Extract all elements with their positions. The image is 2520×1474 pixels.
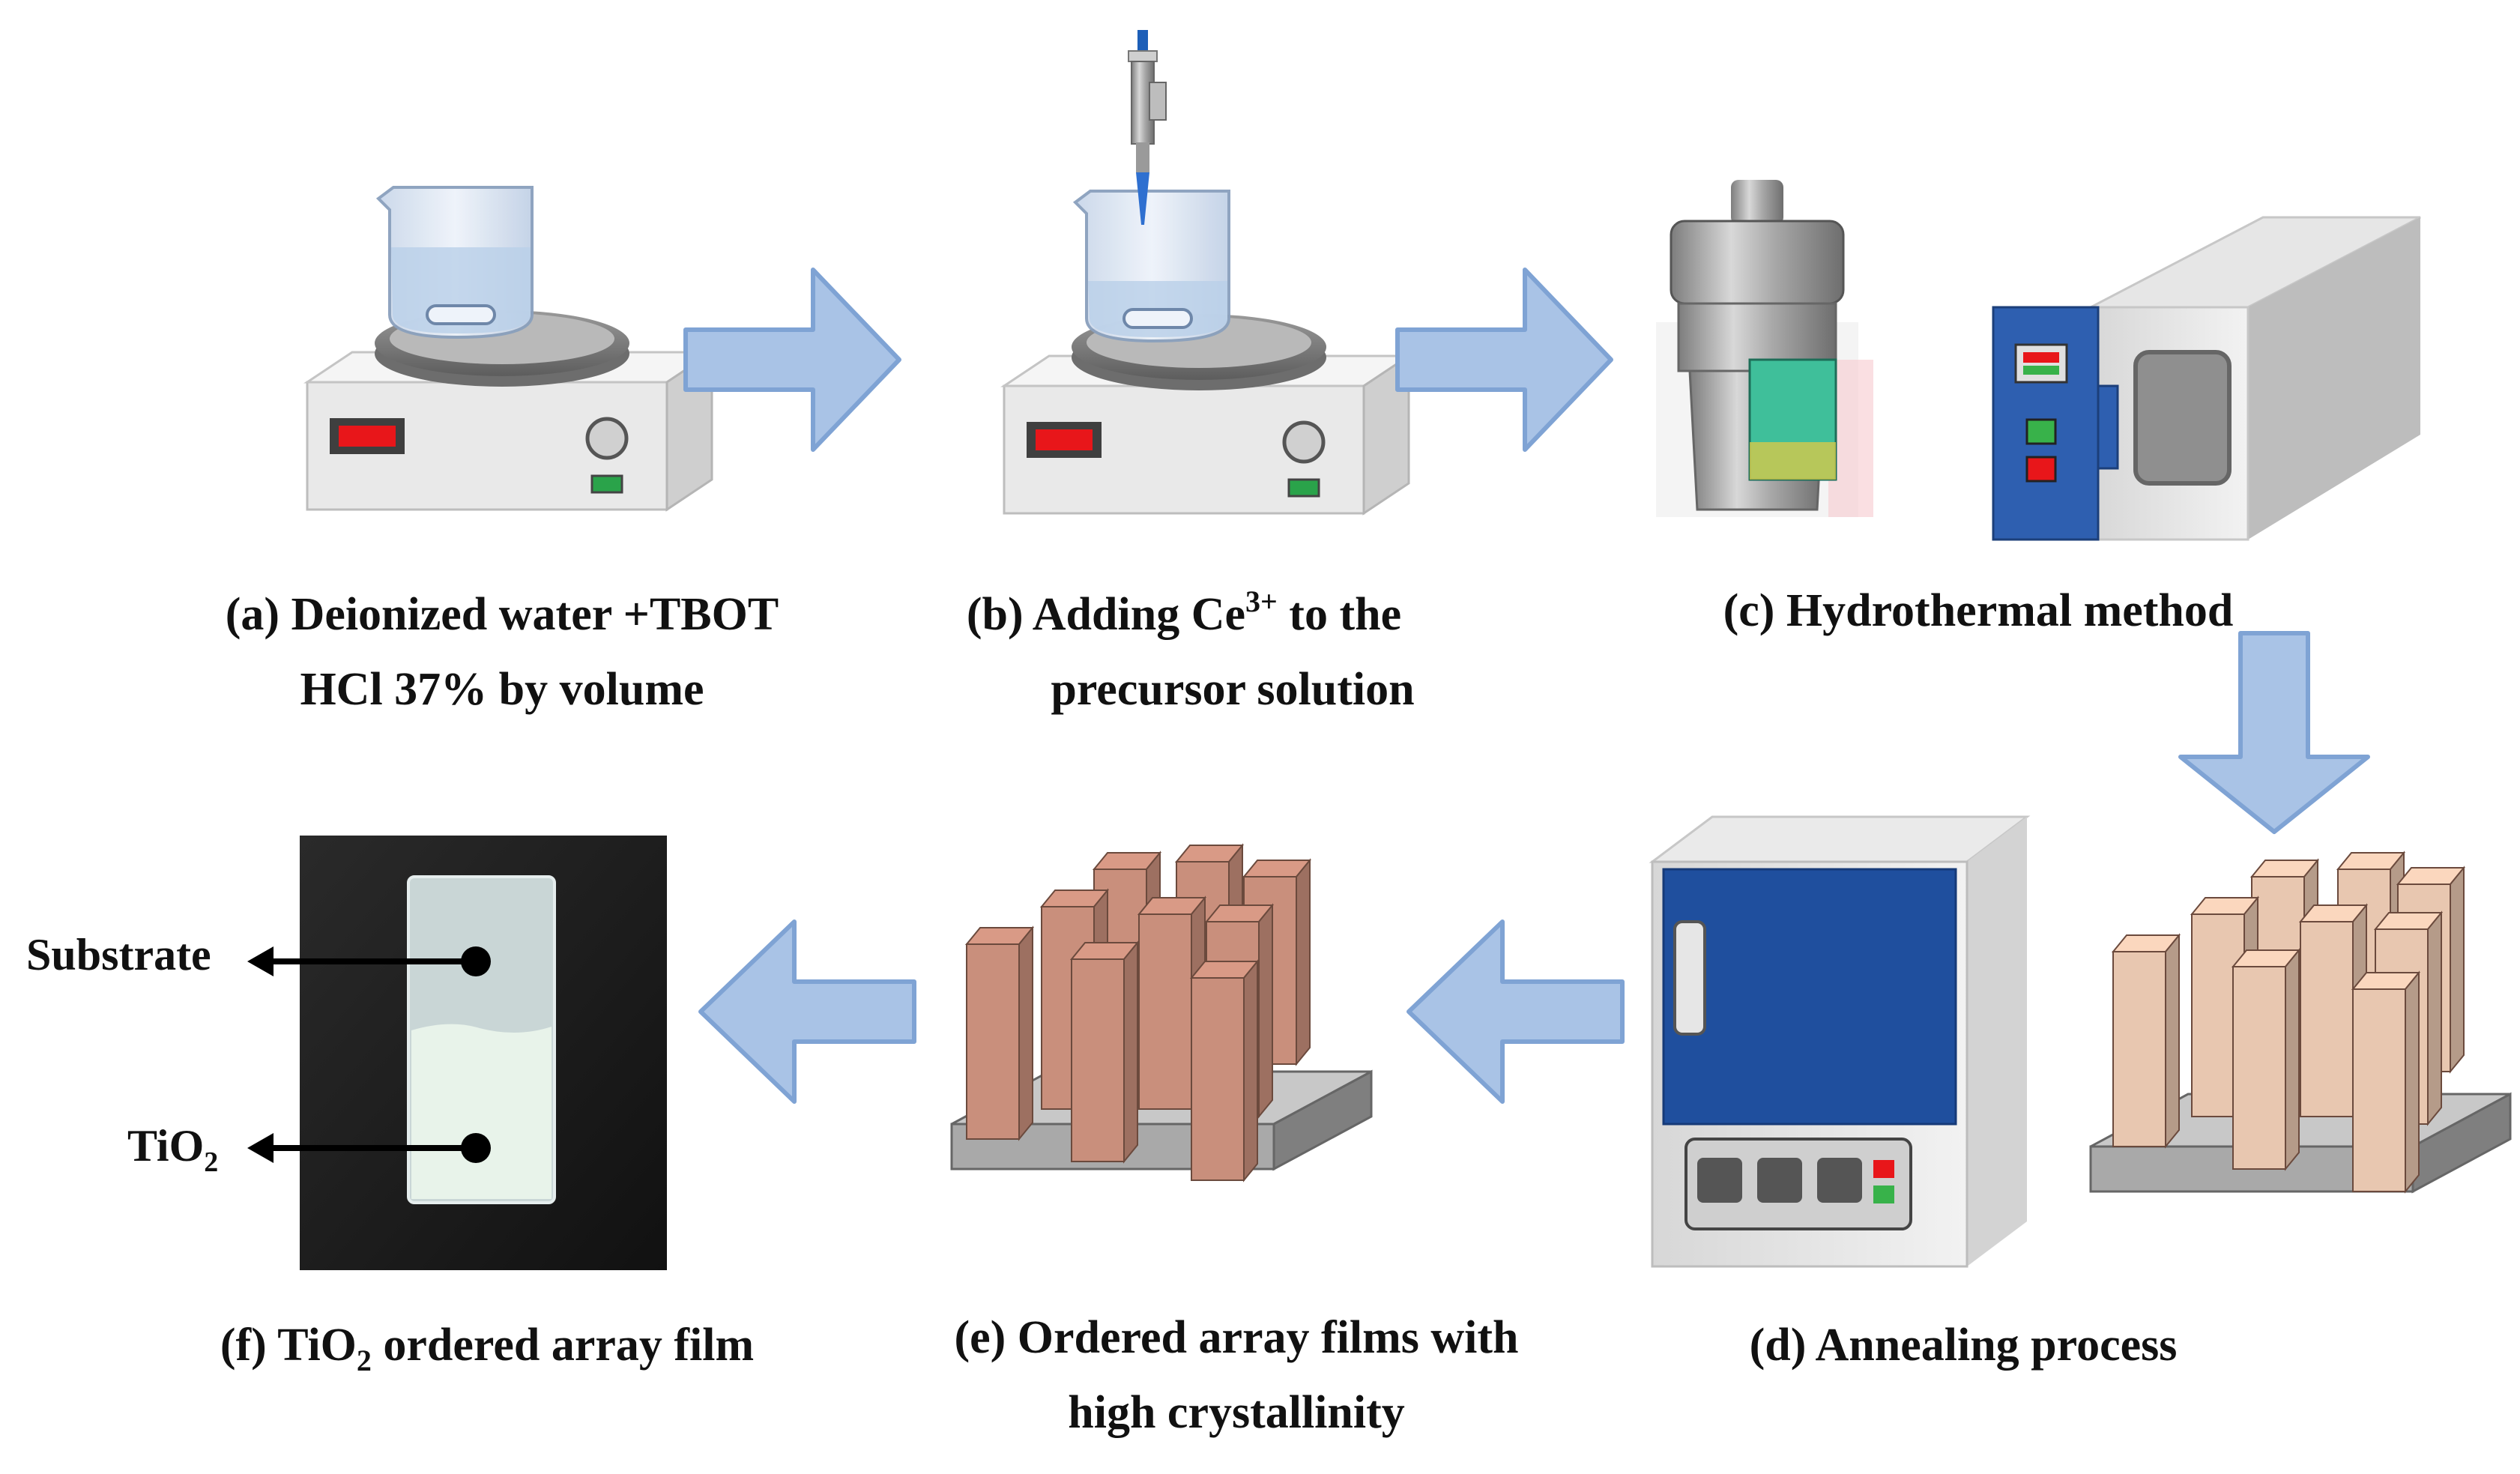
- raw-rod-9: [2351, 970, 2421, 1194]
- caption-d-line1: (d) Annealing process: [1749, 1320, 2178, 1371]
- raw-rod-8: [2231, 948, 2301, 1171]
- caption-b-line2: precursor solution: [1051, 664, 1415, 715]
- arrow-d-to-e-icon: [1406, 919, 1625, 1104]
- arrow-c-to-d-icon: [2178, 631, 2370, 834]
- pipette-icon: [1128, 30, 1167, 225]
- substrate-label: Substrate: [26, 930, 211, 979]
- tio2-pointer: [247, 1133, 491, 1163]
- caption-c: (c) Hydrothermal method: [1679, 573, 2278, 648]
- caption-d: (d) Annealing process: [1679, 1308, 2248, 1383]
- caption-e-line2: high crystallinity: [1068, 1387, 1405, 1438]
- crystalline-nanorod-array-icon: [950, 843, 1373, 1182]
- caption-b-line1: (b) Adding Ce3+ to the: [966, 585, 1402, 641]
- caption-e: (e) Ordered array films with high crysta…: [914, 1300, 1559, 1450]
- caption-f: (f) TiO2 ordered array film: [165, 1308, 809, 1383]
- crystal-rod-9: [1189, 959, 1260, 1182]
- raw-nanorod-array-icon: [2089, 851, 2512, 1194]
- substrate-pointer: [247, 946, 491, 976]
- autoclave-icon: [1656, 180, 1873, 517]
- caption-c-line1: (c) Hydrothermal method: [1723, 585, 2234, 636]
- arrow-e-to-f-icon: [698, 919, 916, 1104]
- caption-a: (a) Deionized water +TBOT HCl 37% by vol…: [172, 577, 832, 727]
- caption-e-line1: (e) Ordered array films with: [954, 1312, 1519, 1363]
- caption-b: (b) Adding Ce3+ to the precursor solutio…: [892, 577, 1476, 727]
- crystal-rod-8: [1069, 940, 1140, 1164]
- arrow-a-to-b-icon: [683, 268, 901, 452]
- caption-a-line1: (a) Deionized water +TBOT: [225, 589, 779, 640]
- magnetic-stirrer-a-icon: [303, 186, 716, 512]
- caption-f-line1: (f) TiO2 ordered array film: [220, 1320, 755, 1377]
- arrow-b-to-c-icon: [1395, 268, 1613, 452]
- drying-oven-icon: [1992, 216, 2421, 541]
- tio2-label: TiO2: [127, 1121, 219, 1178]
- raw-rod-7: [2111, 933, 2181, 1149]
- crystal-rod-7: [964, 925, 1035, 1141]
- magnetic-stirrer-b-icon: [1000, 190, 1412, 516]
- film-photo: [300, 836, 667, 1270]
- caption-a-line2: HCl 37% by volume: [300, 664, 704, 715]
- muffle-furnace-icon: [1649, 815, 2031, 1268]
